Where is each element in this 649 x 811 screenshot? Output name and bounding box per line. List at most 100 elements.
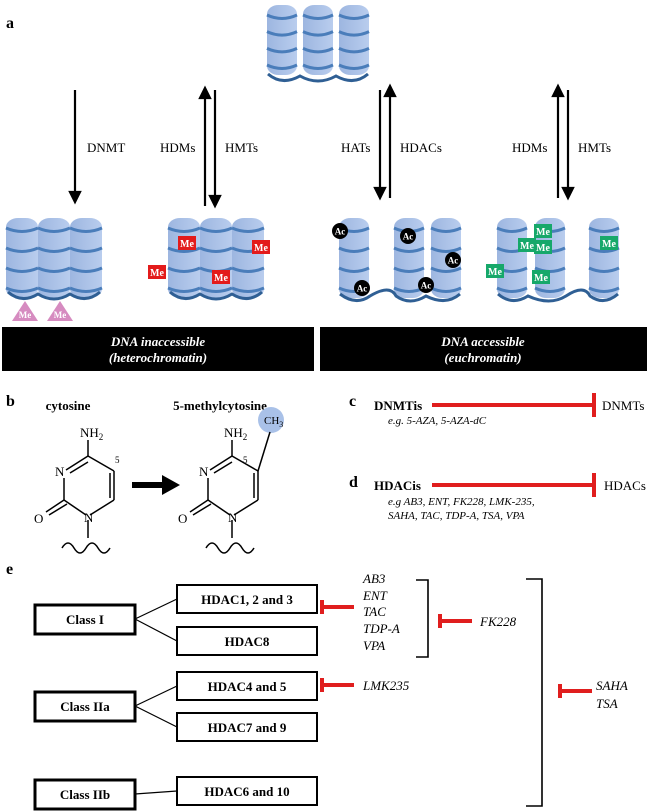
banner-left-line1: DNA inaccessible: [110, 334, 205, 349]
banner-right-line1: DNA accessible: [440, 334, 525, 349]
nucleosome: [5, 218, 39, 298]
class-boxes: [33, 603, 137, 811]
inhibitor-tdp-a: TDP-A: [363, 621, 400, 636]
svg-text:Me: Me: [488, 267, 502, 278]
svg-text:Me: Me: [602, 239, 616, 250]
methylcytosine-structure: [189, 407, 284, 554]
svg-text:Me: Me: [534, 273, 548, 284]
class-iib-label: Class IIb: [60, 787, 110, 802]
dna-methyl-mark: Me: [47, 301, 73, 321]
methylcytosine-title: 5-methylcytosine: [173, 398, 267, 413]
hmts-right-label: HMTs: [578, 140, 611, 155]
cytosine-n1: N: [84, 510, 94, 525]
inhibitor-lmk235: LMK235: [362, 678, 410, 693]
svg-text:Me: Me: [214, 273, 228, 284]
histone-methyl-mark: Me: [252, 240, 270, 254]
acetyl-mark: Ac: [445, 252, 461, 268]
cytosine-structure: [45, 440, 115, 554]
methylcytosine-n3: N: [199, 464, 209, 479]
histone-methyl-mark: Me: [534, 224, 552, 238]
dnmti-examples: e.g. 5-AZA, 5-AZA-dC: [388, 415, 487, 427]
panel-letter-a: a: [6, 15, 14, 32]
nucleosome: [338, 5, 370, 75]
dnmts-label: DNMTs: [602, 398, 644, 413]
cytosine-o: O: [34, 511, 43, 526]
methylcytosine-o: O: [178, 511, 187, 526]
reaction-arrow: [132, 475, 180, 495]
class-iia-label: Class IIa: [60, 699, 110, 714]
banner-heterochromatin: [2, 327, 314, 371]
svg-text:Me: Me: [19, 310, 32, 320]
hdac-7-9-label: HDAC7 and 9: [208, 720, 287, 735]
hdms-right-label: HDMs: [512, 140, 547, 155]
dnmti-inhibition-arrow: [432, 393, 596, 417]
hdac-8-label: HDAC8: [225, 634, 270, 649]
dna-linker: [7, 290, 101, 301]
histone-methyl-mark: Me: [178, 236, 196, 250]
dna-methyl-mark: Me: [12, 301, 38, 321]
cytosine-n3: N: [55, 464, 65, 479]
histone-methyl-mark: Me: [532, 270, 550, 284]
svg-text:Ac: Ac: [335, 227, 346, 237]
inhibitor-ent: ENT: [362, 588, 388, 603]
banner-right-line2: (euchromatin): [444, 350, 521, 365]
nucleosome: [302, 5, 334, 75]
panel-letter-b: b: [6, 393, 15, 410]
histone-methyl-mark: Me: [486, 264, 504, 278]
nucleosome: [266, 5, 298, 75]
hdac-6-10-label: HDAC6 and 10: [204, 784, 289, 799]
cytosine-title: cytosine: [46, 398, 91, 413]
methylcytosine-n1: N: [228, 510, 238, 525]
hdacs-target-label: HDACs: [604, 478, 646, 493]
inhibitor-vpa: VPA: [363, 638, 385, 653]
acetyl-mark: Ac: [332, 223, 348, 239]
hdms-left-label: HDMs: [160, 140, 195, 155]
histone-methyl-mark: Me: [534, 240, 552, 254]
svg-text:Me: Me: [254, 243, 268, 254]
histone-methyl-mark: Me: [148, 265, 166, 279]
nucleosome: [496, 218, 528, 298]
histone-methyl-mark: Me: [518, 238, 536, 252]
hdac-1-2-3-label: HDAC1, 2 and 3: [201, 592, 293, 607]
histone-methyl-mark: Me: [212, 270, 230, 284]
nucleosome: [588, 218, 620, 298]
panel-letter-e: e: [6, 561, 13, 578]
hdaci-examples-line1: e.g AB3, ENT, FK228, LMK-235,: [388, 496, 535, 508]
inhibitor-ab3: AB3: [362, 571, 386, 586]
panel-letter-c: c: [349, 393, 356, 410]
dnmtis-label: DNMTis: [374, 398, 422, 413]
cytosine-nh2: NH2: [80, 425, 103, 442]
hmts-left-label: HMTs: [225, 140, 258, 155]
methylcytosine-ch3: CH3: [264, 415, 283, 429]
svg-text:Me: Me: [180, 239, 194, 250]
hdaci-inhibition-arrow: [432, 473, 596, 497]
cytosine-pos5: 5: [115, 455, 120, 465]
inhibitor-tac: TAC: [363, 604, 386, 619]
acetyl-mark: Ac: [400, 228, 416, 244]
banner-left-line2: (heterochromatin): [109, 350, 207, 365]
nucleosome: [37, 218, 71, 298]
hdacs-label: HDACs: [400, 140, 442, 155]
svg-text:Ac: Ac: [421, 281, 432, 291]
dna-linker: [497, 288, 619, 303]
svg-text:Me: Me: [520, 241, 534, 252]
svg-text:Ac: Ac: [448, 256, 459, 266]
transition-arrows: [68, 83, 575, 209]
methylcytosine-pos5: 5: [243, 455, 248, 465]
acetyl-mark: Ac: [418, 277, 434, 293]
hats-label: HATs: [341, 140, 370, 155]
svg-text:Ac: Ac: [403, 232, 414, 242]
hdacis-label: HDACis: [374, 478, 421, 493]
methylcytosine-nh2: NH2: [224, 425, 247, 442]
class-i-label: Class I: [66, 612, 104, 627]
svg-text:Me: Me: [536, 227, 550, 238]
dna-linker: [169, 290, 263, 301]
svg-text:Me: Me: [54, 310, 67, 320]
dna-linker: [339, 288, 461, 303]
inhibition-bars: [320, 600, 592, 698]
svg-text:Me: Me: [150, 268, 164, 279]
svg-text:Ac: Ac: [357, 284, 368, 294]
nucleosome: [231, 218, 265, 298]
